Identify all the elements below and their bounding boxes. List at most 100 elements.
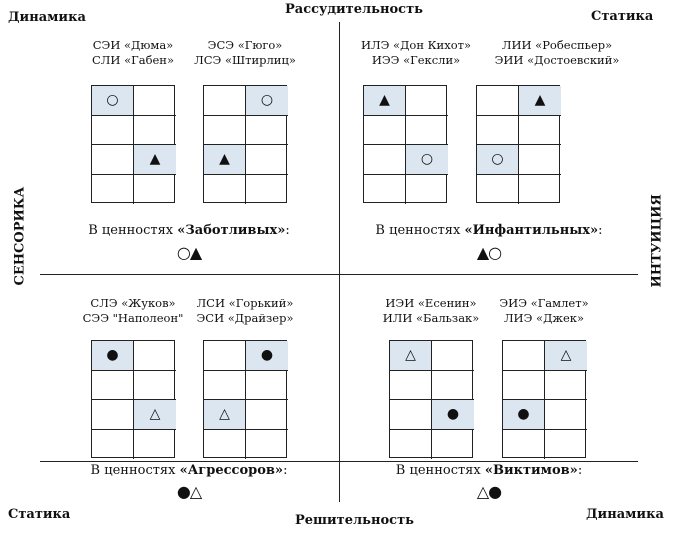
grid-cell: ▲: [519, 86, 561, 116]
type-name: ИЭИ «Есенин»: [385, 296, 477, 310]
axis-title-bottom: Решительность: [295, 513, 414, 528]
axis-title-left: СЕНСОРИКА: [12, 186, 28, 286]
grid-cell: [477, 174, 519, 204]
grid-cell: [390, 400, 432, 430]
grid-cell: [204, 174, 246, 204]
grid-cell: [92, 115, 134, 145]
grid-cell: [545, 430, 587, 460]
type-pair-label: ЛСИ «Горький» ЭСИ «Драйзер»: [175, 296, 315, 326]
grid-cell: [432, 371, 474, 400]
type-name: ЭИЭ «Гамлет»: [499, 296, 589, 310]
values-name: «Агрессоров»: [179, 463, 284, 478]
values-grid: ▲○: [363, 85, 448, 205]
values-name: «Инфантильных»: [464, 223, 599, 238]
values-prefix: В ценностях: [88, 223, 174, 238]
type-name: ЛСИ «Горький»: [196, 296, 294, 310]
grid-cell: [246, 430, 288, 460]
bottom-divider-line: [40, 461, 638, 462]
grid-cell: [503, 370, 545, 400]
values-symbols: △●: [476, 482, 502, 501]
values-name: «Заботливых»: [177, 223, 286, 238]
grid-cell: [390, 429, 432, 459]
type-pair-label: ЛИИ «Робеспьер» ЭИИ «Достоевский»: [487, 38, 627, 68]
grid-cell: [406, 116, 448, 145]
grid-cell: [503, 429, 545, 459]
type-name: ИЛИ «Бальзак»: [382, 311, 480, 325]
grid-cell: ○: [246, 86, 288, 116]
type-pair-label: ЭИЭ «Гамлет» ЛИЭ «Джек»: [474, 296, 614, 326]
values-grid: ○▲: [203, 85, 288, 204]
grid-cell: ●: [503, 400, 545, 430]
type-name: СЛЭ «Жуков»: [90, 296, 176, 310]
values-suffix: :: [283, 463, 288, 478]
values-caption: В ценностях «Инфантильных»:: [339, 223, 639, 238]
values-grid: ●△: [91, 340, 176, 460]
type-name: СЛИ «Габен»: [91, 53, 175, 67]
values-prefix: В ценностях: [395, 463, 481, 478]
grid-cell: [134, 86, 176, 116]
grid-cell: [246, 145, 288, 175]
grid-cell: ●: [92, 341, 134, 371]
values-caption: В ценностях «Агрессоров»:: [39, 463, 339, 478]
grid-cell: [246, 371, 288, 400]
grid-cell: ▲: [134, 145, 176, 175]
grid-cell: △: [134, 400, 176, 430]
values-grid: △●: [389, 340, 474, 460]
values-suffix: :: [577, 463, 583, 478]
grid-cell: [364, 145, 406, 175]
grid-cell: [92, 174, 134, 204]
type-pair-label: ЭСЭ «Гюго» ЛСЭ «Штирлиц»: [175, 38, 315, 68]
values-prefix: В ценностях: [375, 223, 461, 238]
grid-cell: [406, 86, 448, 116]
values-grid: ●△: [203, 340, 288, 460]
values-grid: ○▲: [91, 85, 176, 205]
grid-cell: [134, 175, 176, 205]
grid-cell: [134, 341, 176, 371]
grid-cell: [545, 371, 587, 400]
grid-cell: [519, 116, 561, 145]
grid-cell: [204, 429, 246, 459]
grid-cell: ○: [477, 145, 519, 175]
corner-top-right: Статика: [591, 9, 654, 24]
grid-cell: ▲: [364, 86, 406, 116]
grid-cell: [134, 430, 176, 460]
type-name: ЭСЭ «Гюго»: [207, 38, 283, 52]
grid-cell: [477, 115, 519, 145]
axis-title-right: ИНТУИЦИЯ: [649, 194, 665, 288]
type-name: СЭИ «Дюма»: [92, 38, 174, 52]
grid-cell: [364, 174, 406, 204]
type-pair-label: СЛЭ «Жуков» СЭЭ "Наполеон": [63, 296, 203, 326]
grid-cell: [432, 341, 474, 371]
values-grid: ▲○: [476, 85, 561, 204]
type-name: ИЛЭ «Дон Кихот»: [360, 38, 472, 52]
values-caption: В ценностях «Заботливых»:: [39, 223, 339, 238]
grid-cell: [432, 430, 474, 460]
grid-cell: [134, 371, 176, 400]
type-pair-label: ИЛЭ «Дон Кихот» ИЭЭ «Гексли»: [346, 38, 486, 68]
grid-cell: [92, 400, 134, 430]
grid-cell: [204, 341, 246, 371]
type-name: ЛИЭ «Джек»: [503, 311, 585, 325]
values-caption: В ценностях «Виктимов»:: [339, 463, 639, 478]
type-name: ЭИИ «Достоевский»: [494, 53, 620, 67]
values-symbols: ○▲: [176, 243, 202, 262]
horizontal-axis-line: [40, 274, 638, 275]
grid-cell: [503, 341, 545, 371]
type-name: ЛИИ «Робеспьер»: [501, 38, 613, 52]
corner-bottom-left: Статика: [8, 507, 71, 522]
grid-cell: △: [545, 341, 587, 371]
grid-cell: [364, 115, 406, 145]
grid-cell: △: [390, 341, 432, 371]
vertical-axis-line: [339, 22, 340, 502]
values-name: «Виктимов»: [484, 463, 578, 478]
grid-cell: [204, 86, 246, 116]
grid-cell: [406, 175, 448, 205]
values-symbols: ●△: [176, 482, 202, 501]
corner-top-left: Динамика: [8, 10, 86, 25]
grid-cell: [92, 429, 134, 459]
grid-cell: [246, 116, 288, 145]
grid-cell: [92, 370, 134, 400]
grid-cell: [92, 145, 134, 175]
grid-cell: [545, 400, 587, 430]
type-pair-label: СЭИ «Дюма» СЛИ «Габен»: [63, 38, 203, 68]
